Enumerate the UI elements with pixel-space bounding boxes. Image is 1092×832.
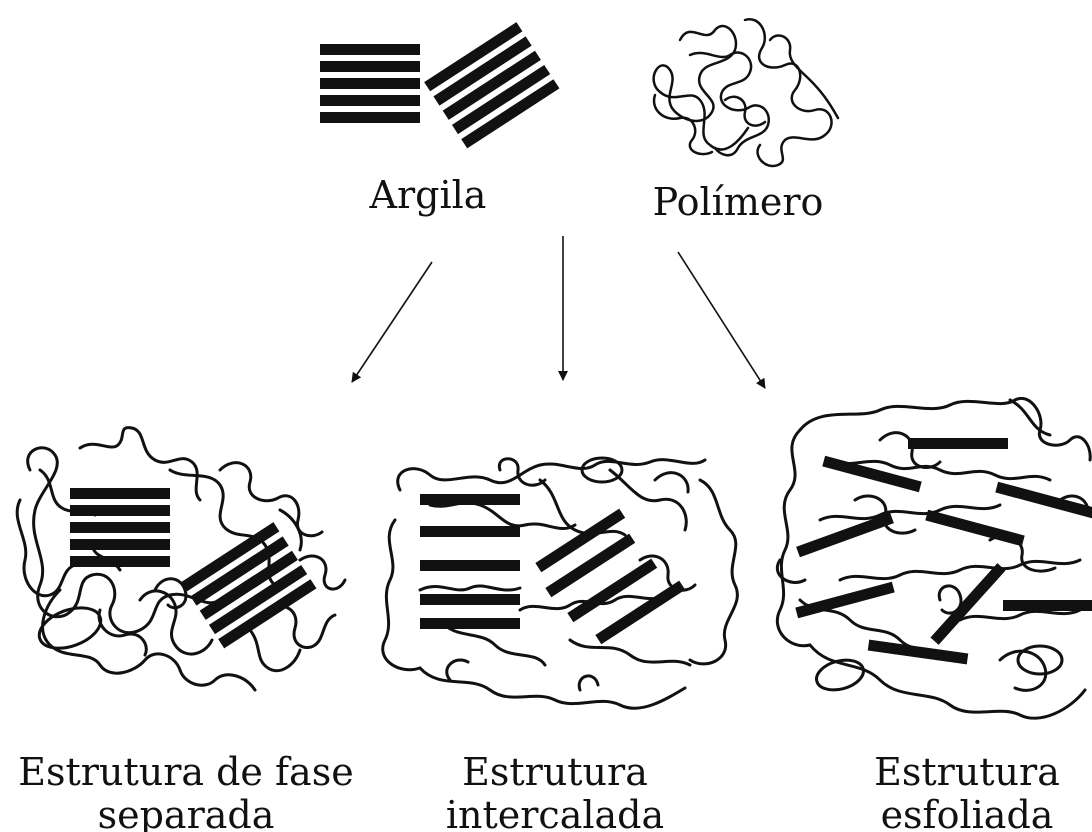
- clay-stack-horizontal: [320, 44, 420, 123]
- phase-separated-label-line2: separada: [98, 793, 275, 832]
- arrow-to-exfoliated: [678, 252, 765, 388]
- clay-stack-tilted: [424, 22, 559, 148]
- phase-separated-structure: [17, 428, 345, 690]
- exfoliated-structure: [777, 398, 1092, 718]
- phase-separated-label-line1: Estrutura de fase: [18, 750, 353, 794]
- exfoliated-label-line2: esfoliada: [881, 793, 1054, 832]
- polymer-coil: [654, 19, 838, 166]
- intercalated-structure: [383, 458, 738, 708]
- arrow-to-phase-separated: [352, 262, 432, 382]
- polymer-label: Polímero: [653, 180, 824, 224]
- intercalated-label-line2: intercalada: [446, 793, 664, 832]
- exfoliated-label-line1: Estrutura: [874, 750, 1060, 794]
- clay-label: Argila: [369, 173, 487, 217]
- intercalated-label-line1: Estrutura: [462, 750, 648, 794]
